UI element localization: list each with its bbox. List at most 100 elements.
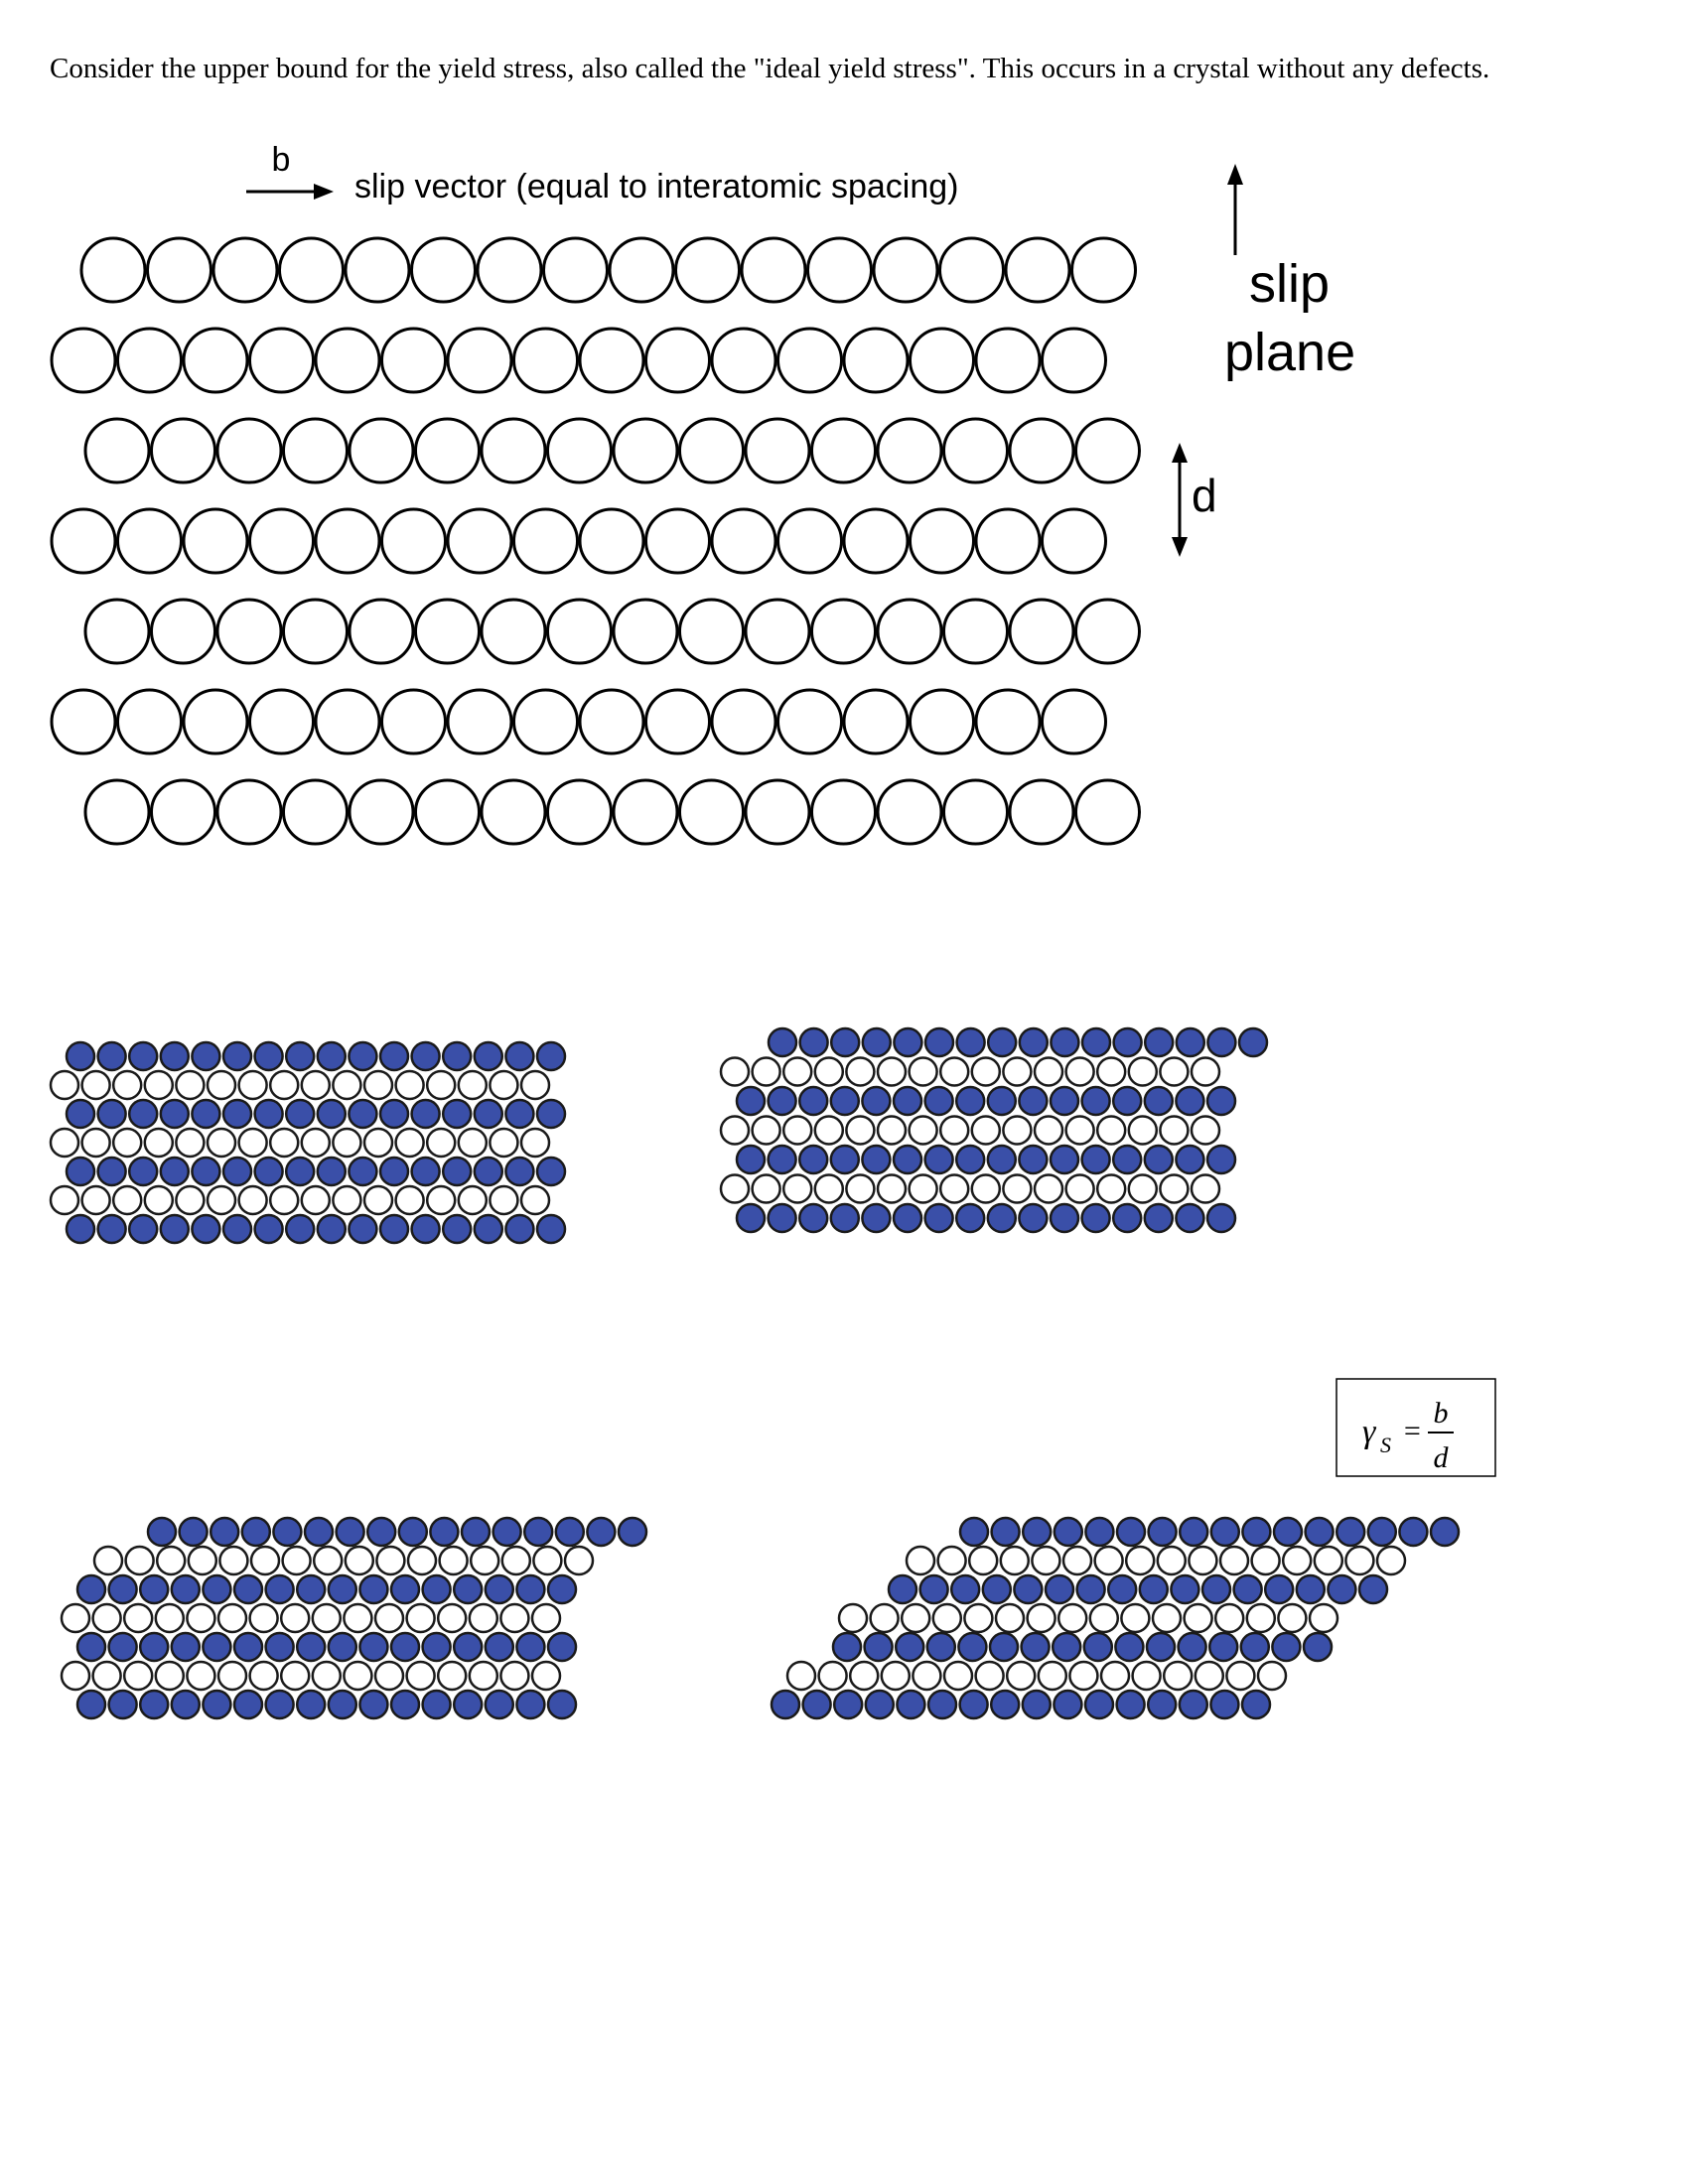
- atom: [80, 1184, 111, 1216]
- atom: [1175, 1085, 1205, 1117]
- atom: [1008, 598, 1075, 665]
- atom: [829, 1026, 861, 1058]
- atom: [216, 1660, 248, 1692]
- atom: [1131, 1660, 1162, 1692]
- atom: [468, 1602, 499, 1634]
- atom: [300, 1127, 332, 1159]
- atom: [182, 507, 249, 575]
- atom: [316, 1156, 348, 1187]
- atom: [446, 327, 513, 394]
- atom: [65, 1156, 96, 1187]
- atom-row: [49, 1184, 551, 1216]
- atom: [410, 1098, 441, 1130]
- atom: [248, 327, 315, 394]
- atom: [414, 417, 481, 484]
- atom: [644, 327, 711, 394]
- atom: [75, 1631, 107, 1663]
- atom: [441, 1213, 473, 1245]
- slip-plane-label-line1: slip: [1249, 254, 1330, 314]
- atom: [282, 417, 349, 484]
- atom: [892, 1144, 923, 1175]
- atom: [362, 1184, 394, 1216]
- atom: [744, 417, 811, 484]
- atom: [1209, 1689, 1240, 1720]
- atom: [358, 1689, 389, 1720]
- atom: [892, 1085, 923, 1117]
- atom: [159, 1098, 191, 1130]
- atom: [678, 598, 745, 665]
- atom: [1095, 1115, 1127, 1146]
- atom: [1263, 1573, 1295, 1605]
- atom: [813, 1115, 845, 1146]
- atom: [452, 1631, 484, 1663]
- atom: [429, 1516, 460, 1548]
- atom: [75, 1573, 107, 1605]
- atom: [215, 598, 283, 665]
- atom: [1237, 1026, 1269, 1058]
- atom: [988, 1631, 1020, 1663]
- atom: [1075, 1573, 1106, 1605]
- atom: [908, 1056, 938, 1087]
- atom: [894, 1631, 925, 1663]
- atom: [410, 1040, 441, 1072]
- atom: [1068, 1660, 1099, 1692]
- atom: [300, 1069, 332, 1101]
- atom: [1250, 1545, 1281, 1576]
- atom: [942, 1660, 974, 1692]
- atom: [546, 1631, 578, 1663]
- atom: [1018, 1202, 1049, 1234]
- atom: [253, 1040, 284, 1072]
- atom: [1053, 1516, 1084, 1548]
- atom: [546, 598, 613, 665]
- atom: [515, 1573, 546, 1605]
- atom: [1206, 1026, 1237, 1058]
- atom: [957, 1631, 988, 1663]
- atom: [999, 1545, 1031, 1576]
- atom: [735, 1202, 767, 1234]
- atom: [457, 1184, 489, 1216]
- atom: [1074, 417, 1141, 484]
- atom: [740, 236, 807, 304]
- atom: [801, 1689, 832, 1720]
- atom: [1080, 1085, 1111, 1117]
- atom: [1070, 236, 1137, 304]
- atom: [405, 1660, 436, 1692]
- atom: [872, 236, 939, 304]
- atom: [519, 1184, 551, 1216]
- atom: [83, 598, 151, 665]
- atom: [1207, 1631, 1239, 1663]
- atom: [480, 598, 547, 665]
- atom: [842, 507, 910, 575]
- atom: [1271, 1631, 1302, 1663]
- atom: [406, 1545, 438, 1576]
- slip-plane-label-line2: plane: [1224, 323, 1355, 382]
- atom: [489, 1184, 519, 1216]
- atom: [1209, 1516, 1241, 1548]
- atom: [958, 1689, 989, 1720]
- atom: [925, 1631, 957, 1663]
- atom: [909, 688, 975, 755]
- atom: [1083, 1689, 1115, 1720]
- atom: [1143, 1202, 1175, 1234]
- atom: [272, 1516, 303, 1548]
- atom: [1177, 1631, 1207, 1663]
- atom-row: [75, 1631, 578, 1663]
- atom: [837, 1602, 869, 1634]
- atom: [1156, 1545, 1188, 1576]
- atom: [327, 1689, 358, 1720]
- atom: [1147, 1516, 1178, 1548]
- atom: [1051, 1631, 1082, 1663]
- atom: [876, 1056, 908, 1087]
- atom: [923, 1026, 955, 1058]
- atom: [1175, 1026, 1206, 1058]
- atom: [480, 778, 547, 846]
- atom: [880, 1660, 912, 1692]
- atom: [954, 1144, 986, 1175]
- atom: [1281, 1545, 1313, 1576]
- atom: [967, 1545, 999, 1576]
- atom: [378, 1098, 410, 1130]
- atom: [92, 1545, 124, 1576]
- atom: [441, 1040, 473, 1072]
- atom: [232, 1689, 264, 1720]
- atom: [421, 1689, 452, 1720]
